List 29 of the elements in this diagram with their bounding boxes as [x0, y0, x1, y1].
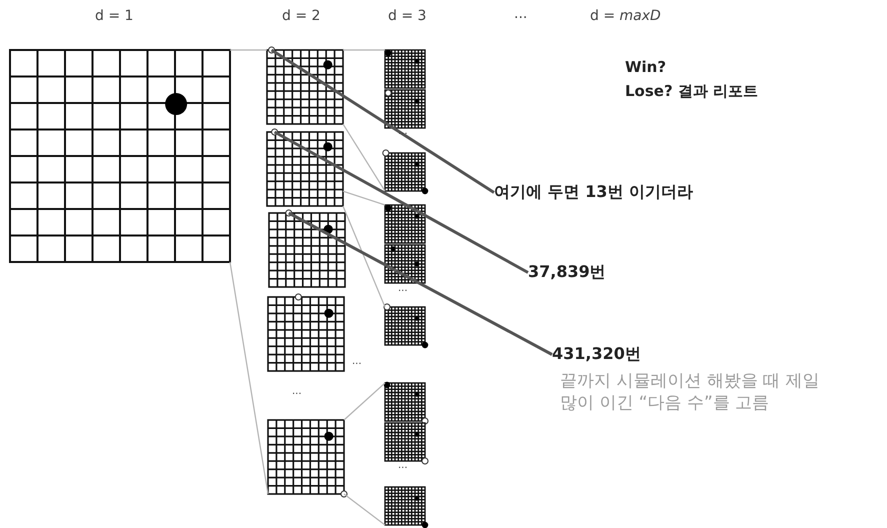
connector-line [342, 206, 386, 308]
annotation-text: 431,320번 [552, 344, 641, 365]
connector-line [343, 49, 385, 51]
annotation-text: 여기에 두면 13번 이기더라 [494, 182, 693, 203]
label-text: Win? [625, 58, 666, 76]
go-board [385, 50, 425, 88]
connector-line [342, 190, 386, 206]
ellipsis: ... [514, 6, 528, 22]
ellipsis: ... [398, 460, 408, 471]
ellipsis: ... [352, 356, 362, 367]
connector-line [344, 494, 386, 526]
depth-label: d = 3 [388, 8, 426, 24]
go-board [385, 205, 425, 243]
leader-line [274, 130, 529, 274]
go-board [10, 50, 230, 262]
connector-line [342, 124, 386, 192]
note-text: 끝까지 시뮬레이션 해봤을 때 제일 많이 이긴 “다음 수”를 고름 [560, 370, 821, 414]
depth-label: d = 2 [282, 8, 320, 24]
ellipsis: ... [398, 283, 408, 294]
connector-line [229, 262, 269, 494]
label-text: Lose? 결과 리포트 [625, 82, 758, 101]
go-board [385, 245, 425, 283]
annotation-text: 37,839번 [528, 262, 606, 283]
depth-label: d = 1 [95, 8, 134, 24]
go-board [385, 90, 425, 128]
connector-line [344, 382, 386, 420]
ellipsis: ... [292, 386, 302, 397]
connector-line [230, 49, 267, 51]
depth-label: d = maxD [590, 8, 661, 24]
